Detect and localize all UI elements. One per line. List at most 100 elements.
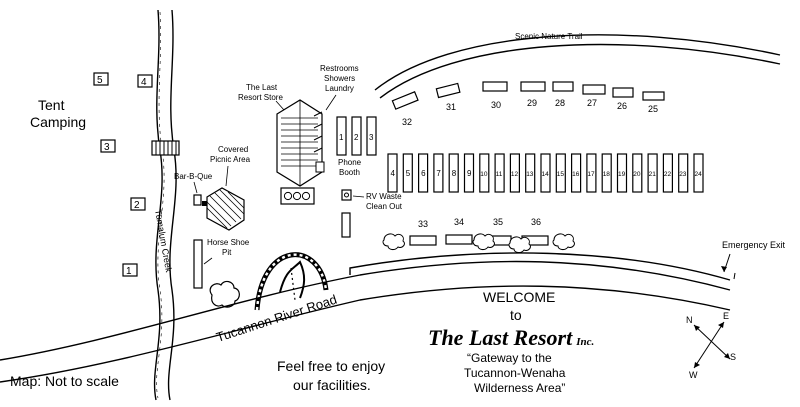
site-lot — [387, 153, 398, 193]
tucannon-river-road — [0, 252, 731, 383]
tent-site-label: 5 — [97, 75, 103, 86]
bbq-label: Bar-B-Que — [174, 172, 213, 181]
bush — [209, 280, 240, 308]
site-label: 32 — [402, 117, 412, 127]
site-lot — [509, 153, 520, 193]
site-label: 5 — [406, 169, 411, 178]
tent-site-label: 3 — [104, 142, 110, 153]
site-lot — [678, 153, 689, 193]
site-lot — [479, 153, 490, 193]
store-sites: 1 2 3 — [336, 116, 377, 156]
site-label: 6 — [421, 169, 426, 178]
creek: Tumalum Creek — [153, 9, 177, 401]
rv-waste-station — [341, 189, 352, 238]
site-label: 12 — [511, 171, 519, 178]
site-label: 34 — [454, 217, 464, 227]
tent-site-label: 4 — [141, 77, 147, 88]
compass-e: E — [723, 311, 729, 321]
site-label: 29 — [527, 98, 537, 108]
site-lot — [616, 153, 628, 193]
bush — [382, 233, 405, 250]
scale-note: Map: Not to scale — [10, 373, 119, 389]
site-lot — [586, 153, 597, 193]
horseshoe-pit — [193, 239, 203, 289]
site-label: 20 — [633, 171, 641, 178]
site-lot — [540, 153, 551, 193]
covered-picnic-shelter — [202, 187, 245, 231]
site-label: 30 — [491, 100, 501, 110]
compass-w: W — [689, 370, 698, 380]
site-lot — [433, 153, 444, 193]
emergency-exit-label: Emergency Exit — [722, 240, 786, 250]
tent-sites: 5 4 3 2 1 — [93, 72, 153, 277]
welcome-text: WELCOME — [483, 289, 555, 305]
scenic-trail-label: Scenic Nature Trail — [515, 32, 583, 41]
tent-site-label: 2 — [134, 200, 140, 211]
site-lot — [570, 153, 582, 193]
scenic-trail — [374, 34, 781, 91]
site-label: 28 — [555, 98, 565, 108]
site-lot — [494, 153, 505, 193]
site-label: 26 — [617, 101, 627, 111]
site-label: 22 — [664, 171, 672, 178]
site-label: 14 — [542, 171, 550, 178]
footbridge — [151, 140, 180, 156]
site-label: 11 — [496, 171, 503, 178]
welcome-to: to — [510, 307, 522, 323]
compass-rose: N E S W — [686, 311, 736, 380]
site-label: 17 — [587, 171, 595, 178]
site-lot — [448, 153, 459, 193]
site-label: 2 — [354, 133, 359, 142]
utility-tanks — [280, 187, 315, 205]
site-label: 31 — [446, 102, 456, 112]
site-label: 25 — [648, 104, 658, 114]
site-label: 27 — [587, 98, 597, 108]
site-label: 23 — [679, 171, 687, 178]
site-lot — [555, 153, 566, 193]
bush — [552, 233, 575, 250]
site-lot — [632, 153, 643, 193]
store-building — [276, 99, 325, 187]
site-label: 9 — [467, 169, 472, 178]
bottom-row-sites: 33 34 35 36 — [409, 217, 549, 246]
site-label: 33 — [418, 219, 428, 229]
site-lot — [525, 153, 536, 193]
bbq-grill — [193, 194, 202, 206]
site-label: 1 — [339, 133, 344, 142]
site-label: 16 — [572, 171, 580, 178]
site-label: 21 — [649, 171, 657, 178]
site-label: 36 — [531, 217, 541, 227]
site-lot — [647, 153, 658, 193]
site-label: 35 — [493, 217, 503, 227]
site-label: 19 — [618, 171, 626, 178]
site-label: 18 — [603, 171, 611, 178]
compass-n: N — [686, 315, 693, 325]
site-label: 4 — [391, 169, 396, 178]
tent-site-label: 1 — [126, 266, 132, 277]
site-label: 24 — [695, 171, 703, 178]
bush — [508, 236, 531, 253]
site-label: 13 — [526, 171, 534, 178]
bush — [472, 233, 495, 250]
compass-s: S — [730, 352, 736, 362]
top-row-sites: 32 31 30 29 28 27 26 25 — [391, 81, 665, 127]
site-label: 8 — [452, 169, 457, 178]
site-lot — [463, 153, 475, 193]
site-lot — [693, 153, 704, 193]
site-label: 10 — [480, 171, 488, 178]
site-lot — [601, 153, 612, 193]
site-lot — [662, 153, 674, 193]
site-lot — [418, 153, 429, 193]
